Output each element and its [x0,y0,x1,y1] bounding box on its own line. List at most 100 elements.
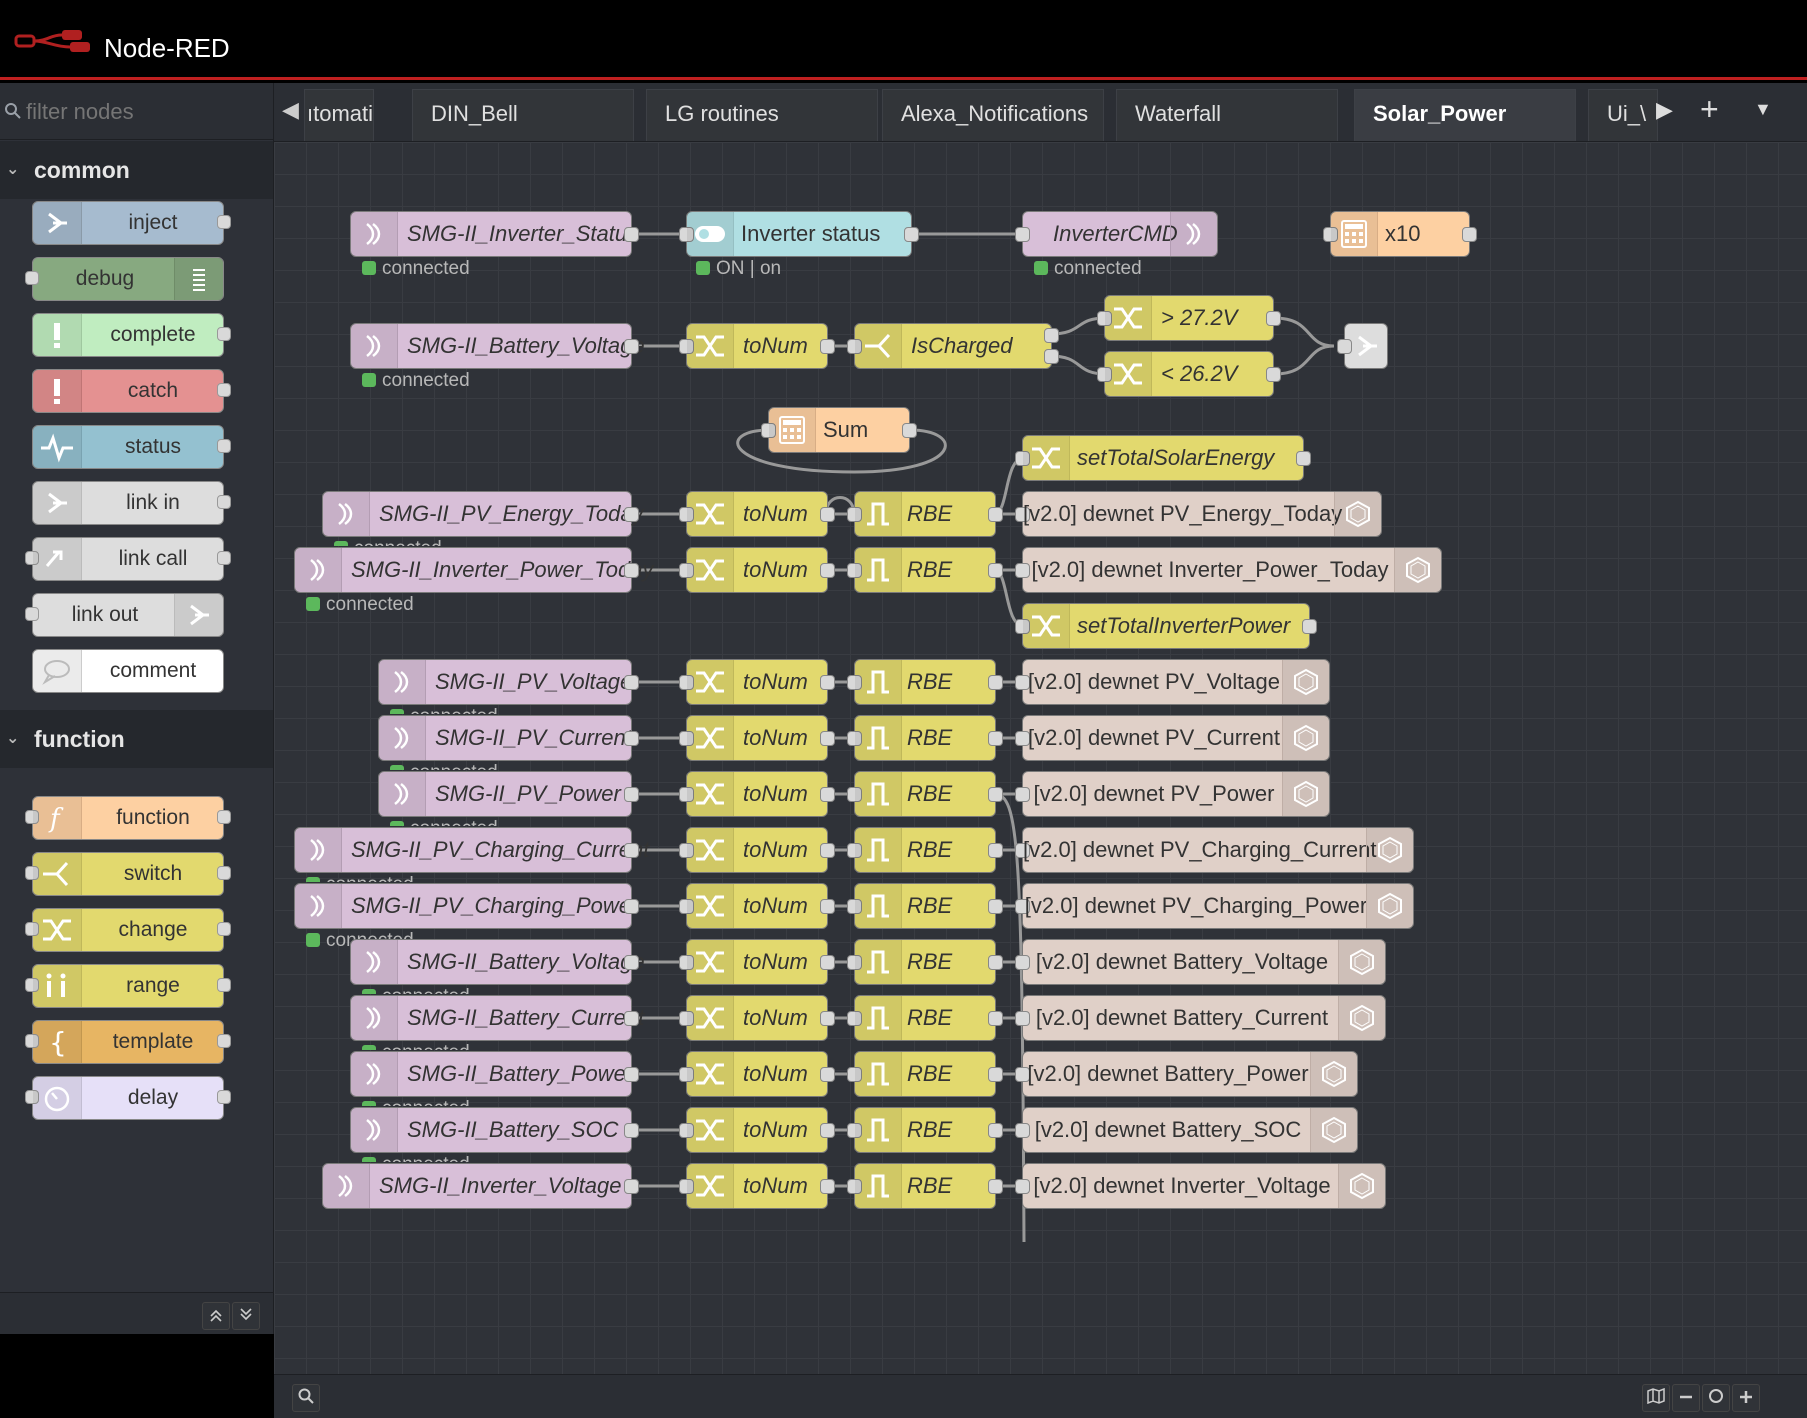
change-node-tonum[interactable]: toNum [679,547,835,593]
mqtt-in-node[interactable]: SMG-II_PV_Current [378,715,639,761]
change-node-tonum[interactable]: toNum [679,1107,835,1153]
ui-switch-node[interactable]: Inverter status [679,211,919,257]
tab-automatika[interactable]: ıtomatika [304,89,374,141]
calculator-node-sum[interactable]: Sum [761,407,917,453]
rbe-node[interactable]: RBE [847,715,1003,761]
collapse-all-button[interactable] [202,1302,230,1330]
rbe-node[interactable]: RBE [847,1107,1003,1153]
rbe-node[interactable]: RBE [847,491,1003,537]
palette-node-catch[interactable]: catch [32,369,231,413]
palette-node-link-call[interactable]: link call [25,537,231,581]
change-node-set-total-inverter[interactable]: setTotalInverterPower [1015,603,1317,649]
palette-node-delay[interactable]: delay [25,1076,231,1120]
change-node-tonum[interactable]: toNum [679,491,835,537]
tab-solar-power[interactable]: Solar_Power [1354,89,1576,141]
palette-node-function[interactable]: f function [25,796,231,840]
mqtt-in-node[interactable]: SMG-II_PV_Power [378,771,639,817]
zoom-out-button[interactable] [1672,1384,1700,1412]
change-node-tonum[interactable]: toNum [679,827,835,873]
mqtt-in-node[interactable]: SMG-II_PV_Charging_Current [294,827,649,873]
dewnet-output-node[interactable]: [v2.0] dewnet PV_Charging_Current [1015,827,1414,873]
palette-node-change[interactable]: change [25,908,231,952]
zoom-reset-button[interactable] [1702,1384,1730,1412]
palette-node-switch[interactable]: switch [25,852,231,896]
palette-node-debug[interactable]: debug [25,257,224,301]
output-port [988,563,1003,578]
palette-node-template[interactable]: { template [25,1020,231,1064]
category-function[interactable]: ⌄function [0,710,273,768]
change-node-tonum[interactable]: toNum [679,715,835,761]
flow-canvas[interactable]: SMG-II_Inverter_Status connected Inverte… [274,142,1807,1374]
mqtt-out-node[interactable]: InverterCMD [1015,211,1218,257]
scroll-tabs-right-icon[interactable]: ▶ [1656,97,1673,122]
mqtt-in-node[interactable]: SMG-II_Inverter_Power_Today [294,547,653,593]
palette-node-comment[interactable]: comment [32,649,224,693]
dewnet-output-node[interactable]: [v2.0] dewnet Battery_SOC [1015,1107,1358,1153]
mqtt-in-node[interactable]: SMG-II_Battery_Voltage [350,323,645,369]
rbe-node[interactable]: RBE [847,659,1003,705]
scroll-tabs-left-icon[interactable]: ◀ [282,97,299,122]
rbe-node[interactable]: RBE [847,995,1003,1041]
dewnet-output-node[interactable]: [v2.0] dewnet Inverter_Voltage [1015,1163,1386,1209]
change-node-tonum[interactable]: toNum [679,995,835,1041]
dewnet-output-node[interactable]: [v2.0] dewnet PV_Voltage [1015,659,1330,705]
palette-node-link-in[interactable]: link in [32,481,231,525]
mqtt-in-node[interactable]: SMG-II_PV_Energy_Today [322,491,644,537]
rbe-node[interactable]: RBE [847,1163,1003,1209]
change-node-tonum[interactable]: toNum [679,1051,835,1097]
tab-alexa-notifications[interactable]: Alexa_Notifications [882,89,1104,141]
dewnet-output-node[interactable]: [v2.0] dewnet PV_Power [1015,771,1330,817]
change-node-tonum[interactable]: toNum [679,939,835,985]
flow-list-dropdown-icon[interactable]: ▼ [1754,99,1772,119]
mqtt-in-node[interactable]: SMG-II_Battery_Voltage [350,939,645,985]
change-node-tonum[interactable]: toNum [679,771,835,817]
tab-ui[interactable]: Ui_\ [1588,89,1658,141]
dewnet-output-node[interactable]: [v2.0] dewnet Inverter_Power_Today [1015,547,1442,593]
mqtt-in-node[interactable]: SMG-II_Inverter_Voltage [322,1163,639,1209]
switch-node-ischarged[interactable]: IsCharged [847,323,1059,369]
mqtt-in-node[interactable]: SMG-II_PV_Charging_Power [294,883,639,929]
zoom-in-button[interactable] [1732,1384,1760,1412]
palette-node-range[interactable]: range [25,964,231,1008]
add-flow-icon[interactable]: + [1700,91,1719,127]
change-node-lt[interactable]: < 26.2V [1097,351,1281,397]
dewnet-output-node[interactable]: [v2.0] dewnet Battery_Power [1015,1051,1358,1097]
mqtt-in-node[interactable]: SMG-II_Battery_Current [350,995,644,1041]
change-node-tonum[interactable]: toNum [679,323,835,369]
palette-node-link-out[interactable]: link out [25,593,224,637]
link-out-node[interactable] [1337,323,1388,369]
rbe-node[interactable]: RBE [847,1051,1003,1097]
palette-node-status[interactable]: status [32,425,231,469]
expand-all-button[interactable] [232,1302,260,1330]
rbe-node[interactable]: RBE [847,771,1003,817]
search-flows-button[interactable] [292,1384,320,1412]
change-node-set-total-solar[interactable]: setTotalSolarEnergy [1015,435,1311,481]
mqtt-in-node[interactable]: SMG-II_Battery_Power [350,1051,639,1097]
tab-waterfall[interactable]: Waterfall [1116,89,1338,141]
change-node-tonum[interactable]: toNum [679,1163,835,1209]
rbe-node[interactable]: RBE [847,827,1003,873]
calculator-node-x10[interactable]: x10 [1323,211,1477,257]
navigator-button[interactable] [1642,1384,1670,1412]
rbe-node[interactable]: RBE [847,547,1003,593]
rbe-node[interactable]: RBE [847,939,1003,985]
palette-node-complete[interactable]: complete [32,313,231,357]
palette-node-inject[interactable]: inject [32,201,231,245]
category-common[interactable]: ⌄common [0,141,273,199]
tab-lg-routines[interactable]: LG routines [646,89,878,141]
mqtt-in-node[interactable]: SMG-II_Battery_SOC [350,1107,639,1153]
tab-din-bell[interactable]: DIN_Bell [412,89,634,141]
change-node-tonum[interactable]: toNum [679,883,835,929]
dewnet-output-node[interactable]: [v2.0] dewnet PV_Charging_Power [1015,883,1414,929]
hexagon-icon [1282,716,1329,760]
dewnet-output-node[interactable]: [v2.0] dewnet Battery_Voltage [1015,939,1386,985]
dewnet-output-node[interactable]: [v2.0] dewnet Battery_Current [1015,995,1386,1041]
mqtt-in-node[interactable]: SMG-II_Inverter_Status [350,211,639,257]
mqtt-in-node[interactable]: SMG-II_PV_Voltage [378,659,639,705]
change-node-gt[interactable]: > 27.2V [1097,295,1281,341]
filter-nodes-input[interactable] [24,98,258,126]
rbe-node[interactable]: RBE [847,883,1003,929]
dewnet-output-node[interactable]: [v2.0] dewnet PV_Energy_Today [1015,491,1382,537]
dewnet-output-node[interactable]: [v2.0] dewnet PV_Current [1015,715,1330,761]
change-node-tonum[interactable]: toNum [679,659,835,705]
